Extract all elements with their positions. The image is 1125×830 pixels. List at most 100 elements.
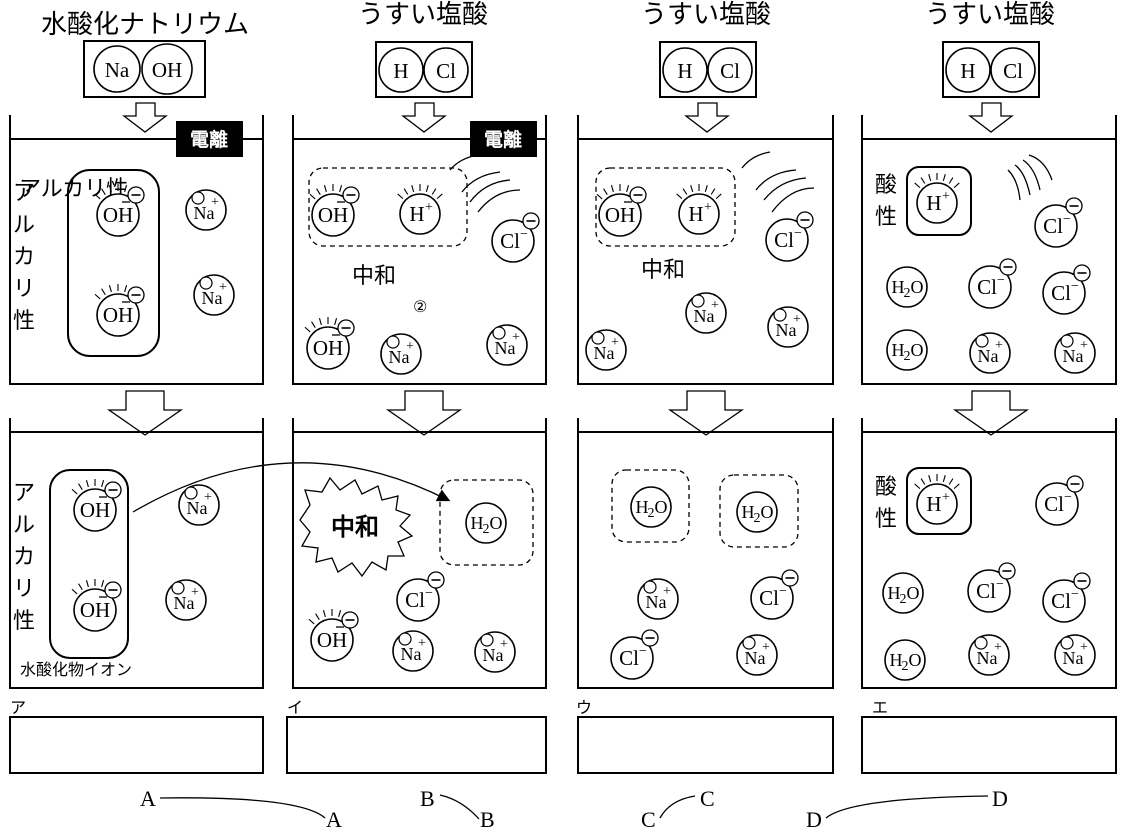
molecule-box-hcl-3: H Cl bbox=[942, 41, 1040, 98]
sodium-ion: Na+ bbox=[392, 630, 434, 672]
title-naoh: 水酸化ナトリウム bbox=[41, 10, 249, 39]
molecule-box-naoh: Na OH bbox=[83, 40, 206, 98]
svg-text:Cl: Cl bbox=[1051, 281, 1071, 305]
svg-text:Na: Na bbox=[646, 592, 667, 612]
ionization-badge: 電離 bbox=[470, 121, 537, 157]
svg-text:H: H bbox=[888, 583, 901, 603]
svg-text:+: + bbox=[204, 490, 212, 505]
svg-text:エ: エ bbox=[872, 698, 888, 717]
answer-box-a[interactable]: ア bbox=[9, 698, 264, 774]
sodium-ion: Na+ bbox=[767, 306, 809, 348]
chloride-ion: Cl− bbox=[610, 629, 659, 680]
letter-connectors: A A B B C C D D bbox=[140, 786, 1008, 830]
svg-text:+: + bbox=[1080, 338, 1088, 353]
alkaline-vertical-label: アルカリ性 bbox=[13, 481, 35, 634]
svg-text:H: H bbox=[926, 492, 941, 516]
neutralization-group bbox=[308, 167, 468, 247]
svg-text:2: 2 bbox=[648, 506, 655, 521]
letter-d-right: D bbox=[992, 786, 1008, 811]
svg-text:−: − bbox=[639, 644, 647, 659]
svg-text:+: + bbox=[611, 335, 619, 350]
svg-text:2: 2 bbox=[754, 511, 761, 526]
sodium-ion: Na+ bbox=[178, 484, 220, 526]
letter-c-left: C bbox=[641, 807, 656, 830]
cl-label: Cl bbox=[436, 59, 456, 83]
h-label: H bbox=[393, 59, 408, 83]
chloride-ion: Cl− bbox=[1035, 475, 1084, 526]
svg-text:Na: Na bbox=[978, 346, 999, 366]
svg-text:2: 2 bbox=[483, 522, 490, 537]
svg-text:+: + bbox=[762, 640, 770, 655]
circled-two-label: ② bbox=[413, 297, 427, 316]
sodium-ion: Na+ bbox=[193, 274, 235, 316]
hydrogen-ion: H+ bbox=[676, 184, 722, 235]
svg-text:Na: Na bbox=[594, 343, 615, 363]
down-arrow-icon bbox=[122, 102, 168, 133]
svg-text:イ: イ bbox=[287, 698, 303, 717]
cl-label: Cl bbox=[1003, 59, 1023, 83]
alkaline-group bbox=[67, 169, 160, 357]
svg-text:Na: Na bbox=[694, 306, 715, 326]
svg-text:Na: Na bbox=[202, 288, 223, 308]
down-arrow-icon bbox=[667, 390, 745, 436]
answer-box-c[interactable]: ウ bbox=[576, 698, 834, 774]
svg-text:+: + bbox=[211, 195, 219, 210]
sodium-ion: Na+ bbox=[637, 578, 679, 620]
beaker-top-c bbox=[577, 115, 834, 385]
svg-text:OH: OH bbox=[313, 336, 343, 360]
svg-text:Cl: Cl bbox=[774, 228, 794, 252]
sodium-ion: Na+ bbox=[165, 579, 207, 621]
water-group bbox=[611, 469, 690, 543]
svg-text:Na: Na bbox=[389, 347, 410, 367]
svg-text:−: − bbox=[794, 226, 802, 241]
chloride-ion: Cl− bbox=[1034, 197, 1083, 248]
chloride-ion: Cl− bbox=[750, 569, 799, 620]
svg-text:−: − bbox=[520, 227, 528, 242]
svg-text:+: + bbox=[191, 585, 199, 600]
answer-box-b[interactable]: イ bbox=[286, 698, 547, 774]
svg-text:OH: OH bbox=[103, 303, 133, 327]
svg-text:Cl: Cl bbox=[405, 588, 425, 612]
hydroxide-ion: OH bbox=[304, 317, 355, 370]
svg-text:2: 2 bbox=[902, 659, 909, 674]
hydroxide-ion: OH bbox=[309, 184, 360, 237]
svg-text:+: + bbox=[1080, 640, 1088, 655]
svg-text:Cl: Cl bbox=[1043, 214, 1063, 238]
svg-text:H: H bbox=[688, 202, 703, 226]
svg-text:OH: OH bbox=[317, 628, 347, 652]
svg-text:2: 2 bbox=[900, 592, 907, 607]
svg-text:Cl: Cl bbox=[976, 579, 996, 603]
svg-text:OH: OH bbox=[318, 203, 348, 227]
svg-text:電離: 電離 bbox=[484, 128, 522, 151]
starburst bbox=[299, 476, 414, 578]
beaker-top-a bbox=[9, 115, 264, 385]
svg-text:+: + bbox=[663, 584, 671, 599]
sodium-ion: Na+ bbox=[968, 634, 1010, 676]
acidic-group bbox=[906, 166, 972, 236]
sodium-ion: Na+ bbox=[486, 324, 528, 366]
answer-box-d[interactable]: エ bbox=[861, 698, 1117, 774]
svg-text:Cl: Cl bbox=[1044, 492, 1064, 516]
svg-text:+: + bbox=[418, 636, 426, 651]
svg-text:Cl: Cl bbox=[977, 275, 997, 299]
chloride-ion: Cl− bbox=[1042, 572, 1091, 623]
svg-text:+: + bbox=[512, 330, 520, 345]
svg-text:Na: Na bbox=[194, 203, 215, 223]
svg-text:OH: OH bbox=[605, 203, 635, 227]
neutralization-label: 中和 bbox=[641, 258, 685, 283]
beaker-bottom-a bbox=[9, 418, 264, 689]
svg-text:Cl: Cl bbox=[1051, 589, 1071, 613]
hydroxide-ion-label: 水酸化物イオン bbox=[20, 660, 132, 679]
beaker-top-b bbox=[292, 115, 547, 385]
transfer-arrow bbox=[132, 462, 451, 513]
beaker-top-d bbox=[861, 115, 1117, 385]
svg-text:−: − bbox=[1071, 279, 1079, 294]
down-arrow-icon bbox=[106, 390, 184, 436]
molecule-box-hcl-1: H Cl bbox=[375, 41, 473, 98]
svg-text:+: + bbox=[425, 200, 433, 215]
svg-text:O: O bbox=[909, 650, 922, 670]
